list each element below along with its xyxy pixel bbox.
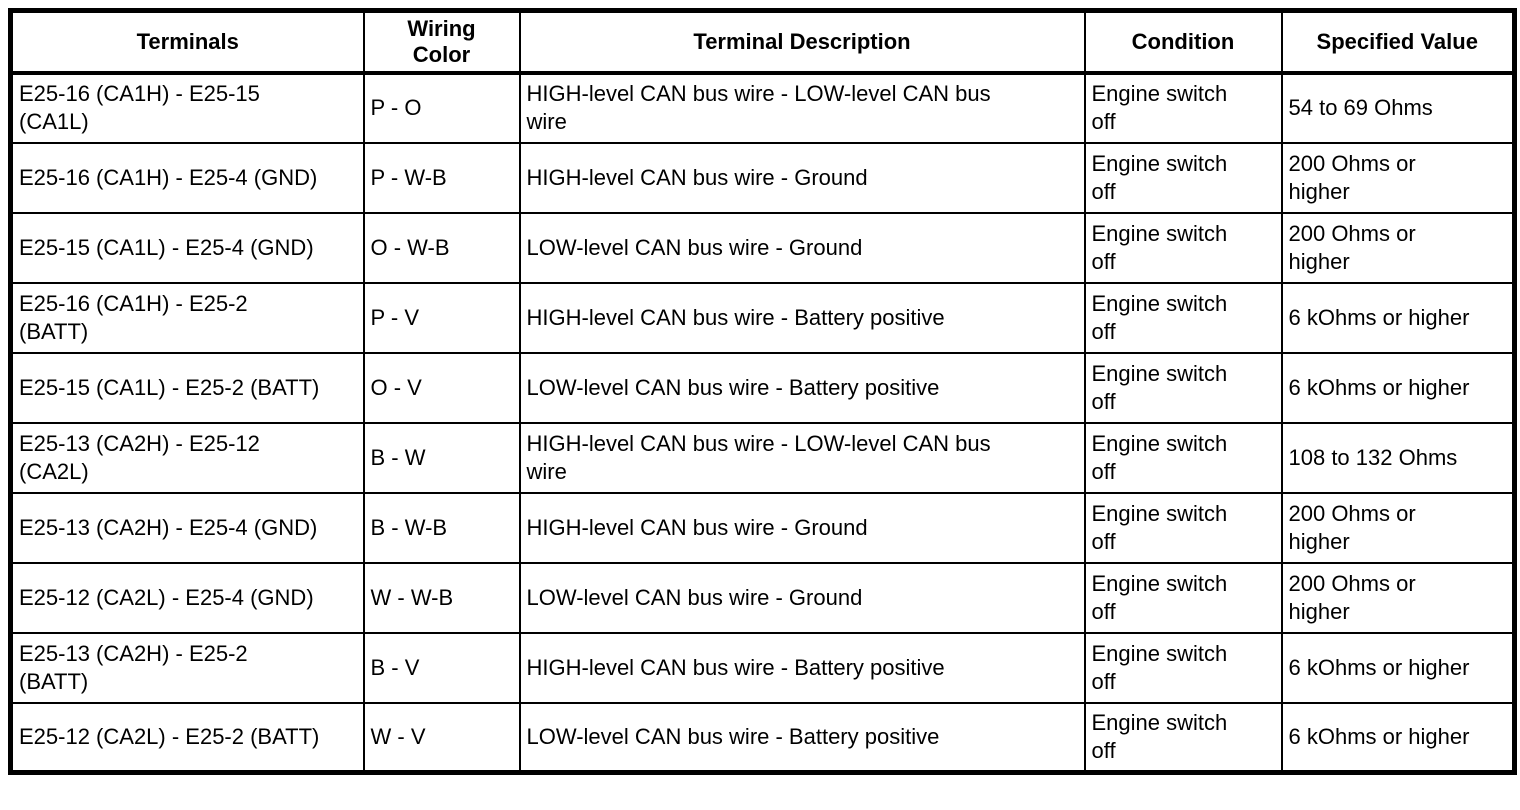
cell-wiring-color: O - W-B [362,211,521,284]
table-row: E25-15 (CA1L) - E25-2 (BATT) O - V LOW-l… [9,351,1516,424]
table-row: E25-16 (CA1H) - E25-2 (BATT) P - V HIGH-… [9,281,1516,354]
cell-terminals: E25-16 (CA1H) - E25-2 (BATT) [9,281,365,354]
cell-condition: Engine switch off [1083,351,1283,424]
cell-terminals: E25-12 (CA2L) - E25-4 (GND) [9,561,365,634]
cell-wiring-color: W - W-B [362,561,521,634]
cell-wiring-color: O - V [362,351,521,424]
table-row: E25-13 (CA2H) - E25-2 (BATT) B - V HIGH-… [9,631,1516,704]
cell-terminal-description: LOW-level CAN bus wire - Ground [518,561,1086,634]
cell-specified-value: 6 kOhms or higher [1280,701,1516,774]
cell-condition: Engine switch off [1083,281,1283,354]
table-row: E25-16 (CA1H) - E25-15 (CA1L) P - O HIGH… [9,71,1516,144]
column-header-terminal-description: Terminal Description [518,9,1086,74]
column-header-terminals: Terminals [9,9,365,74]
cell-condition: Engine switch off [1083,561,1283,634]
cell-specified-value: 6 kOhms or higher [1280,351,1516,424]
cell-terminal-description: HIGH-level CAN bus wire - LOW-level CAN … [518,421,1086,494]
cell-condition: Engine switch off [1083,491,1283,564]
cell-condition: Engine switch off [1083,421,1283,494]
cell-terminal-description: HIGH-level CAN bus wire - LOW-level CAN … [518,71,1086,144]
table-row: E25-15 (CA1L) - E25-4 (GND) O - W-B LOW-… [9,211,1516,284]
cell-terminals: E25-16 (CA1H) - E25-4 (GND) [9,141,365,214]
cell-terminal-description: LOW-level CAN bus wire - Ground [518,211,1086,284]
cell-specified-value: 200 Ohms or higher [1280,561,1516,634]
column-header-condition: Condition [1083,9,1283,74]
cell-specified-value: 200 Ohms or higher [1280,491,1516,564]
cell-terminals: E25-15 (CA1L) - E25-2 (BATT) [9,351,365,424]
column-header-specified-value: Specified Value [1280,9,1516,74]
cell-wiring-color: W - V [362,701,521,774]
table-row: E25-12 (CA2L) - E25-2 (BATT) W - V LOW-l… [9,701,1516,774]
cell-condition: Engine switch off [1083,701,1283,774]
cell-condition: Engine switch off [1083,211,1283,284]
table-row: E25-16 (CA1H) - E25-4 (GND) P - W-B HIGH… [9,141,1516,214]
cell-terminals: E25-13 (CA2H) - E25-2 (BATT) [9,631,365,704]
cell-wiring-color: P - O [362,71,521,144]
document-page: Terminals Wiring Color Terminal Descript… [8,8,1517,775]
cell-terminals: E25-13 (CA2H) - E25-12 (CA2L) [9,421,365,494]
cell-specified-value: 200 Ohms or higher [1280,211,1516,284]
cell-wiring-color: B - W [362,421,521,494]
header-row: Terminals Wiring Color Terminal Descript… [9,9,1516,74]
cell-specified-value: 54 to 69 Ohms [1280,71,1516,144]
table-row: E25-12 (CA2L) - E25-4 (GND) W - W-B LOW-… [9,561,1516,634]
cell-wiring-color: P - W-B [362,141,521,214]
cell-terminal-description: HIGH-level CAN bus wire - Battery positi… [518,281,1086,354]
cell-terminal-description: LOW-level CAN bus wire - Battery positiv… [518,701,1086,774]
cell-terminals: E25-16 (CA1H) - E25-15 (CA1L) [9,71,365,144]
cell-terminal-description: HIGH-level CAN bus wire - Ground [518,141,1086,214]
cell-wiring-color: P - V [362,281,521,354]
table-row: E25-13 (CA2H) - E25-12 (CA2L) B - W HIGH… [9,421,1516,494]
cell-terminals: E25-13 (CA2H) - E25-4 (GND) [9,491,365,564]
cell-condition: Engine switch off [1083,631,1283,704]
cell-terminal-description: HIGH-level CAN bus wire - Ground [518,491,1086,564]
table-body: E25-16 (CA1H) - E25-15 (CA1L) P - O HIGH… [9,71,1516,774]
cell-terminals: E25-15 (CA1L) - E25-4 (GND) [9,211,365,284]
terminal-resistance-spec-table: Terminals Wiring Color Terminal Descript… [8,8,1517,775]
cell-wiring-color: B - W-B [362,491,521,564]
cell-terminal-description: LOW-level CAN bus wire - Battery positiv… [518,351,1086,424]
cell-specified-value: 200 Ohms or higher [1280,141,1516,214]
table-header: Terminals Wiring Color Terminal Descript… [9,9,1516,74]
column-header-wiring-color: Wiring Color [362,9,521,74]
cell-wiring-color: B - V [362,631,521,704]
cell-terminals: E25-12 (CA2L) - E25-2 (BATT) [9,701,365,774]
cell-condition: Engine switch off [1083,141,1283,214]
cell-specified-value: 6 kOhms or higher [1280,631,1516,704]
cell-specified-value: 6 kOhms or higher [1280,281,1516,354]
cell-condition: Engine switch off [1083,71,1283,144]
table-row: E25-13 (CA2H) - E25-4 (GND) B - W-B HIGH… [9,491,1516,564]
cell-specified-value: 108 to 132 Ohms [1280,421,1516,494]
cell-terminal-description: HIGH-level CAN bus wire - Battery positi… [518,631,1086,704]
